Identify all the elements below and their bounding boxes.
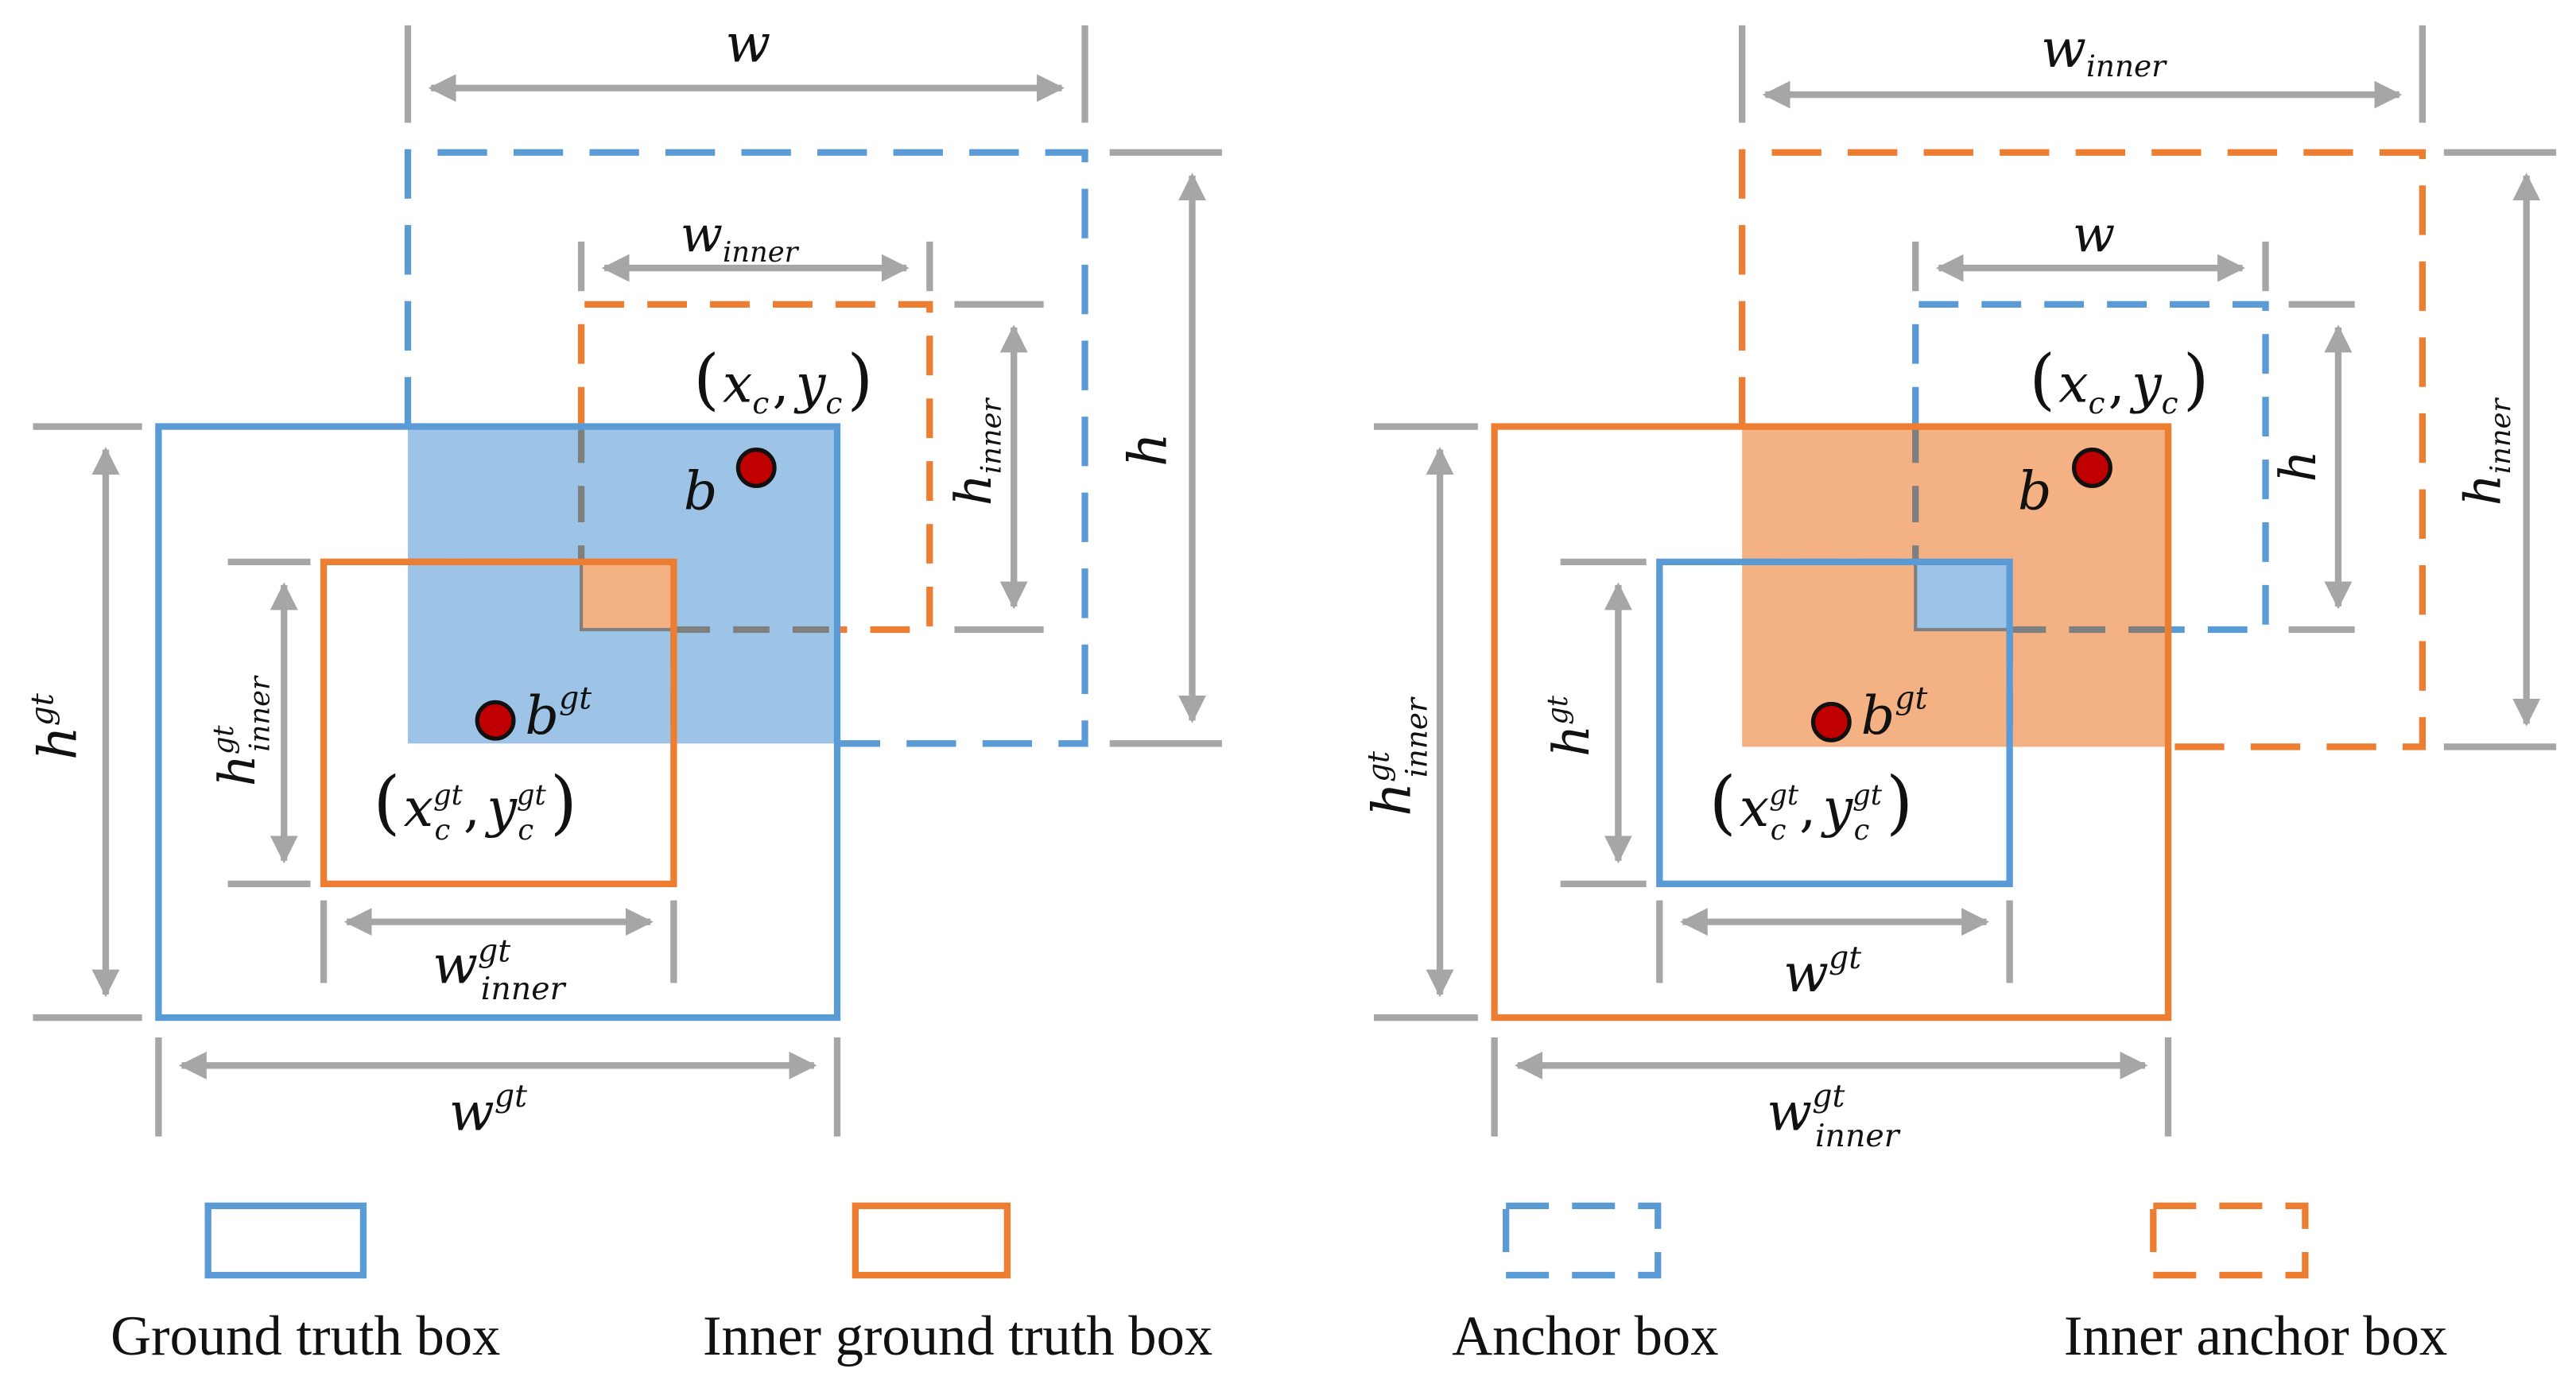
right-label-w-inner: winner <box>2041 17 2167 83</box>
right-label-b-gt: bgt <box>1861 680 1928 746</box>
left-inner-intersection <box>580 560 676 632</box>
legend-inner-ground-truth-label: Inner ground truth box <box>703 1305 1212 1367</box>
left-dimension-arrows <box>91 74 1206 1080</box>
right-anchor-center-point <box>2072 448 2112 488</box>
left-label-b: b <box>684 459 718 521</box>
legend-ground-truth-label: Ground truth box <box>111 1305 500 1367</box>
right-label-center: (xc,yc) <box>2030 340 2209 421</box>
right-label-h: h <box>2269 450 2327 482</box>
right-label-w: w <box>2073 205 2115 263</box>
right-inner-ground-truth-box <box>1491 423 2172 1022</box>
left-label-h: h <box>1116 432 1178 467</box>
right-label-h-gt: hgt <box>1542 695 1600 757</box>
right-extension-lines <box>1374 25 2557 1137</box>
legend-anchor-swatch <box>1503 1202 1662 1279</box>
left-extension-lines <box>33 25 1222 1137</box>
right-ground-truth-box <box>1656 558 2013 887</box>
legend-anchor-label: Anchor box <box>1452 1305 1718 1367</box>
left-anchor-box <box>404 149 1088 747</box>
right-inner-anchor-box <box>1739 149 2427 750</box>
left-label-w-inner: winner <box>681 205 800 268</box>
left-inner-ground-truth-box <box>320 558 677 887</box>
right-label-b: b <box>2018 459 2052 521</box>
right-label-w-gt: wgt <box>1783 940 1861 1004</box>
left-ground-truth-box <box>155 423 841 1022</box>
legend-inner-ground-truth-swatch <box>852 1202 1011 1279</box>
left-label-w-gt: wgt <box>449 1078 527 1142</box>
right-inner-intersection <box>1914 560 2012 632</box>
right-label-h-inner: hinner <box>2454 397 2516 506</box>
legend-inner-anchor-label: Inner anchor box <box>2064 1305 2447 1367</box>
left-label-h-gt: hgt <box>24 693 88 760</box>
legend-ground-truth-swatch <box>204 1202 367 1279</box>
right-gt-center-point <box>1810 701 1852 742</box>
left-label-h-inner: hinner <box>945 397 1007 506</box>
right-dimension-arrows <box>1426 80 2541 1080</box>
legend-inner-anchor-swatch <box>2150 1202 2309 1279</box>
left-label-w: w <box>725 13 770 75</box>
left-gt-center-point <box>475 700 516 741</box>
right-anchor-box <box>1912 300 2269 634</box>
left-label-center: (xc,yc) <box>693 340 873 421</box>
left-anchor-center-point <box>735 448 777 488</box>
legend: Ground truth box Inner ground truth box … <box>111 1202 2447 1367</box>
left-inner-anchor-box <box>577 300 933 634</box>
left-label-b-gt: bgt <box>525 680 592 746</box>
